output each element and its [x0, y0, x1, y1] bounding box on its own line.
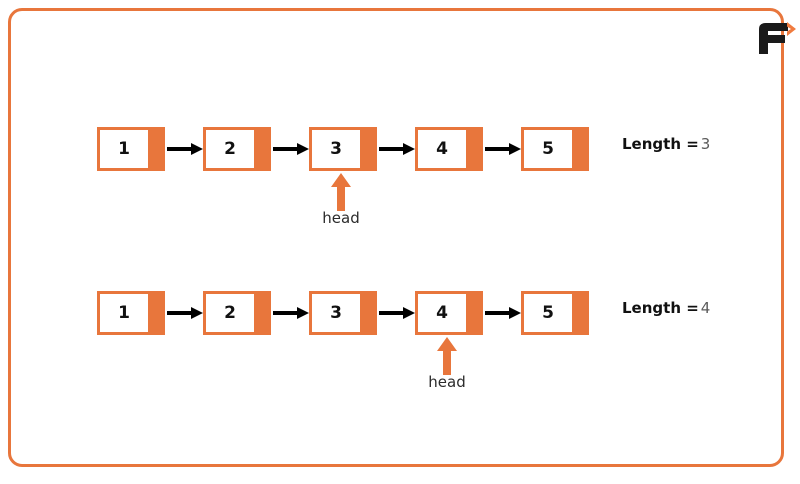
node-data-cell: 5 [521, 127, 575, 171]
head-pointer-arrow-icon [435, 337, 459, 375]
node-data-cell: 3 [309, 291, 363, 335]
node-data-cell: 2 [203, 127, 257, 171]
node-pointer-cell [257, 127, 271, 171]
diagram-canvas [8, 8, 796, 467]
node-value: 4 [436, 138, 448, 159]
head-label: head [428, 373, 466, 391]
node-data-cell: 4 [415, 127, 469, 171]
node-data-cell: 4 [415, 291, 469, 335]
list-node[interactable]: 2 [203, 291, 271, 335]
node-value: 5 [542, 302, 554, 323]
node-data-cell: 1 [97, 291, 151, 335]
length-label: Length = [622, 135, 699, 153]
head-label: head [322, 209, 360, 227]
list-node[interactable]: 2 [203, 127, 271, 171]
node-data-cell: 5 [521, 291, 575, 335]
node-pointer-cell [151, 127, 165, 171]
list-node[interactable]: 1 [97, 127, 165, 171]
node-value: 5 [542, 138, 554, 159]
node-value: 2 [224, 138, 236, 159]
node-value: 3 [330, 138, 342, 159]
node-data-cell: 3 [309, 127, 363, 171]
length-label: Length = [622, 299, 699, 317]
node-value: 1 [118, 138, 130, 159]
link-arrow-icon [379, 141, 417, 157]
f-arrow-logo [755, 21, 800, 55]
node-pointer-cell [363, 127, 377, 171]
node-pointer-cell [257, 291, 271, 335]
list-node[interactable]: 5 [521, 291, 589, 335]
node-pointer-cell [151, 291, 165, 335]
node-value: 2 [224, 302, 236, 323]
node-value: 4 [436, 302, 448, 323]
link-arrow-icon [167, 305, 205, 321]
link-arrow-icon [167, 141, 205, 157]
node-pointer-cell [575, 127, 589, 171]
node-data-cell: 1 [97, 127, 151, 171]
node-pointer-cell [469, 127, 483, 171]
head-pointer-arrow-icon [329, 173, 353, 211]
node-data-cell: 2 [203, 291, 257, 335]
link-arrow-icon [273, 141, 311, 157]
node-value: 1 [118, 302, 130, 323]
list-node[interactable]: 5 [521, 127, 589, 171]
length-value: 4 [700, 299, 711, 317]
link-arrow-icon [485, 305, 523, 321]
link-arrow-icon [485, 141, 523, 157]
list-node[interactable]: 4 [415, 127, 483, 171]
node-pointer-cell [575, 291, 589, 335]
length-value: 3 [700, 135, 711, 153]
length-caption: Length =3 [622, 137, 710, 153]
link-arrow-icon [273, 305, 311, 321]
node-value: 3 [330, 302, 342, 323]
node-pointer-cell [469, 291, 483, 335]
length-caption: Length =4 [622, 301, 710, 317]
link-arrow-icon [379, 305, 417, 321]
list-node[interactable]: 3 [309, 291, 377, 335]
list-node[interactable]: 3 [309, 127, 377, 171]
list-node[interactable]: 1 [97, 291, 165, 335]
f-arrow-logo-icon [759, 22, 796, 54]
list-node[interactable]: 4 [415, 291, 483, 335]
node-pointer-cell [363, 291, 377, 335]
